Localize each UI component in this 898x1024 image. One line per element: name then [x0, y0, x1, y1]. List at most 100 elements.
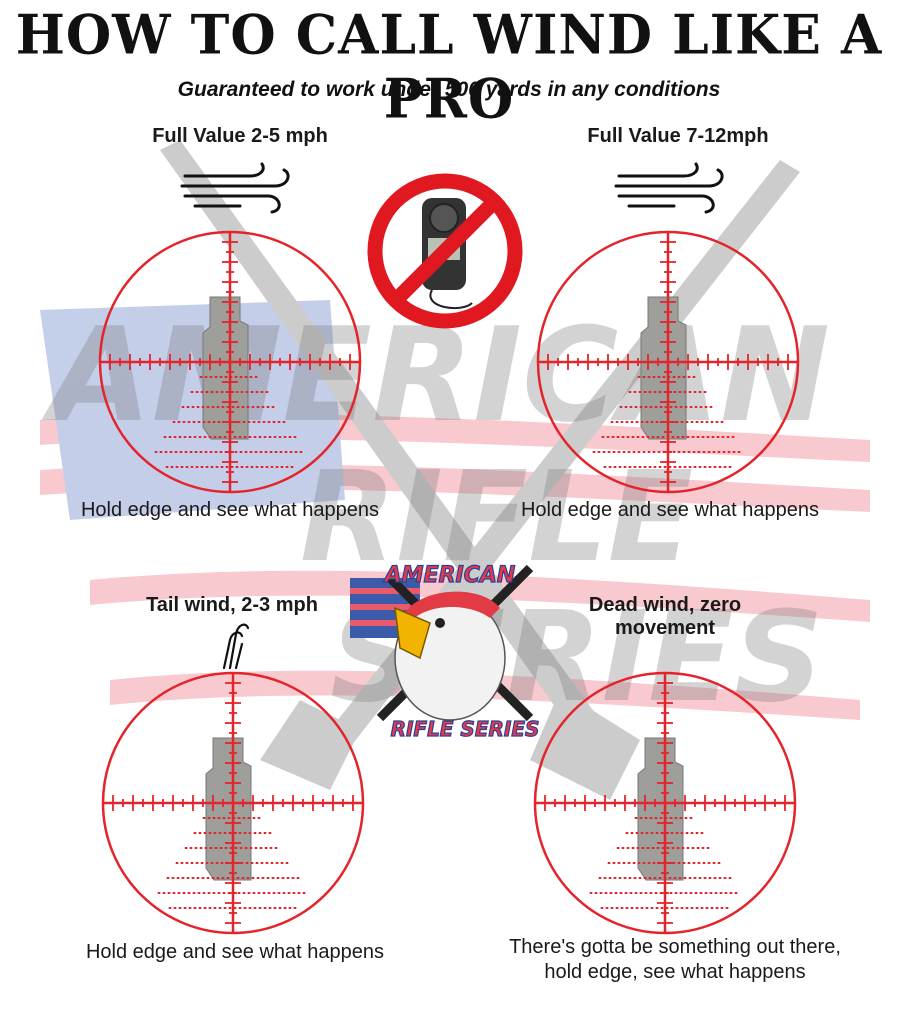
holdover-dot	[726, 436, 730, 438]
holdover-dot	[725, 907, 729, 909]
holdover-dot	[261, 877, 265, 879]
holdover-dot	[598, 877, 602, 879]
holdover-dot	[668, 391, 672, 393]
holdover-dot	[601, 436, 605, 438]
holdover-dot	[647, 862, 651, 864]
holdover-dot	[227, 892, 231, 894]
holdover-dot	[707, 862, 711, 864]
holdover-dot	[723, 466, 727, 468]
holdover-dot	[255, 466, 259, 468]
holdover-dot	[224, 451, 228, 453]
holdover-dot	[256, 877, 260, 879]
holdover-dot	[658, 466, 662, 468]
holdover-dot	[676, 847, 680, 849]
holdover-dot	[683, 391, 687, 393]
holdover-dot	[235, 466, 239, 468]
holdover-dot	[644, 406, 648, 408]
holdover-dot	[616, 436, 620, 438]
holdover-dot	[254, 376, 258, 378]
holdover-dot	[236, 877, 240, 879]
holdover-dot	[179, 451, 183, 453]
holdover-dot	[734, 892, 738, 894]
holdover-dot	[723, 877, 727, 879]
holdover-dot	[680, 832, 684, 834]
holdover-dot	[675, 421, 679, 423]
holdover-dot	[229, 847, 233, 849]
holdover-dot	[611, 436, 615, 438]
holdover-dot	[188, 907, 192, 909]
holdover-dot	[660, 832, 664, 834]
holdover-dot	[271, 877, 275, 879]
holdover-dot	[215, 466, 219, 468]
holdover-dot	[696, 436, 700, 438]
holdover-dot	[697, 862, 701, 864]
holdover-dot	[225, 391, 229, 393]
holdover-dot	[214, 376, 218, 378]
holdover-dot	[268, 436, 272, 438]
holdover-dot	[636, 847, 640, 849]
holdover-dot	[292, 892, 296, 894]
holdover-dot	[218, 436, 222, 438]
holdover-dot	[274, 847, 278, 849]
holdover-dot	[704, 892, 708, 894]
holdover-dot	[607, 451, 611, 453]
holdover-dot	[704, 406, 708, 408]
watermark-text-rifle: RIFLE	[300, 445, 693, 590]
holdover-dot	[268, 907, 272, 909]
holdover-dot	[197, 892, 201, 894]
holdover-dot	[640, 907, 644, 909]
holdover-dot	[279, 451, 283, 453]
holdover-dot	[597, 451, 601, 453]
holdover-dot	[248, 907, 252, 909]
holdover-dot	[669, 406, 673, 408]
holdover-dot	[643, 466, 647, 468]
holdover-dot	[280, 862, 284, 864]
holdover-dot	[173, 907, 177, 909]
holdover-dot	[285, 466, 289, 468]
holdover-dot	[262, 892, 266, 894]
holdover-dot	[721, 436, 725, 438]
holdover-dot	[703, 391, 707, 393]
holdover-dot	[215, 391, 219, 393]
holdover-dot	[634, 406, 638, 408]
holdover-dot	[672, 862, 676, 864]
holdover-dot	[718, 877, 722, 879]
holdover-dot	[219, 847, 223, 849]
holdover-dot	[176, 877, 180, 879]
holdover-dot	[177, 892, 181, 894]
holdover-dot	[650, 421, 654, 423]
holdover-dot	[655, 832, 659, 834]
holdover-dot	[281, 877, 285, 879]
holdover-dot	[228, 832, 232, 834]
holdover-dot	[183, 436, 187, 438]
holdover-dot	[645, 832, 649, 834]
holdover-dot	[266, 877, 270, 879]
holdover-dot	[249, 451, 253, 453]
holdover-dot	[210, 391, 214, 393]
holdover-dot	[644, 817, 648, 819]
holdover-dot	[154, 451, 158, 453]
holdover-dot	[240, 862, 244, 864]
holdover-dot	[209, 847, 213, 849]
holdover-dot	[207, 817, 211, 819]
holdover-dot	[681, 847, 685, 849]
holdover-dot	[627, 862, 631, 864]
holdover-dot	[209, 376, 213, 378]
holdover-dot	[658, 877, 662, 879]
holdover-dot	[693, 391, 697, 393]
holdover-dot	[282, 892, 286, 894]
holdover-dot	[175, 862, 179, 864]
holdover-dot	[171, 877, 175, 879]
holdover-dot	[233, 907, 237, 909]
holdover-dot	[178, 907, 182, 909]
holdover-dot	[632, 862, 636, 864]
holdover-dot	[589, 892, 593, 894]
holdover-dot	[629, 892, 633, 894]
holdover-dot	[686, 847, 690, 849]
holdover-dot	[194, 451, 198, 453]
holdover-dot	[197, 421, 201, 423]
holdover-dot	[679, 892, 683, 894]
holdover-dot	[200, 391, 204, 393]
holdover-dot	[702, 862, 706, 864]
holdover-dot	[687, 376, 691, 378]
